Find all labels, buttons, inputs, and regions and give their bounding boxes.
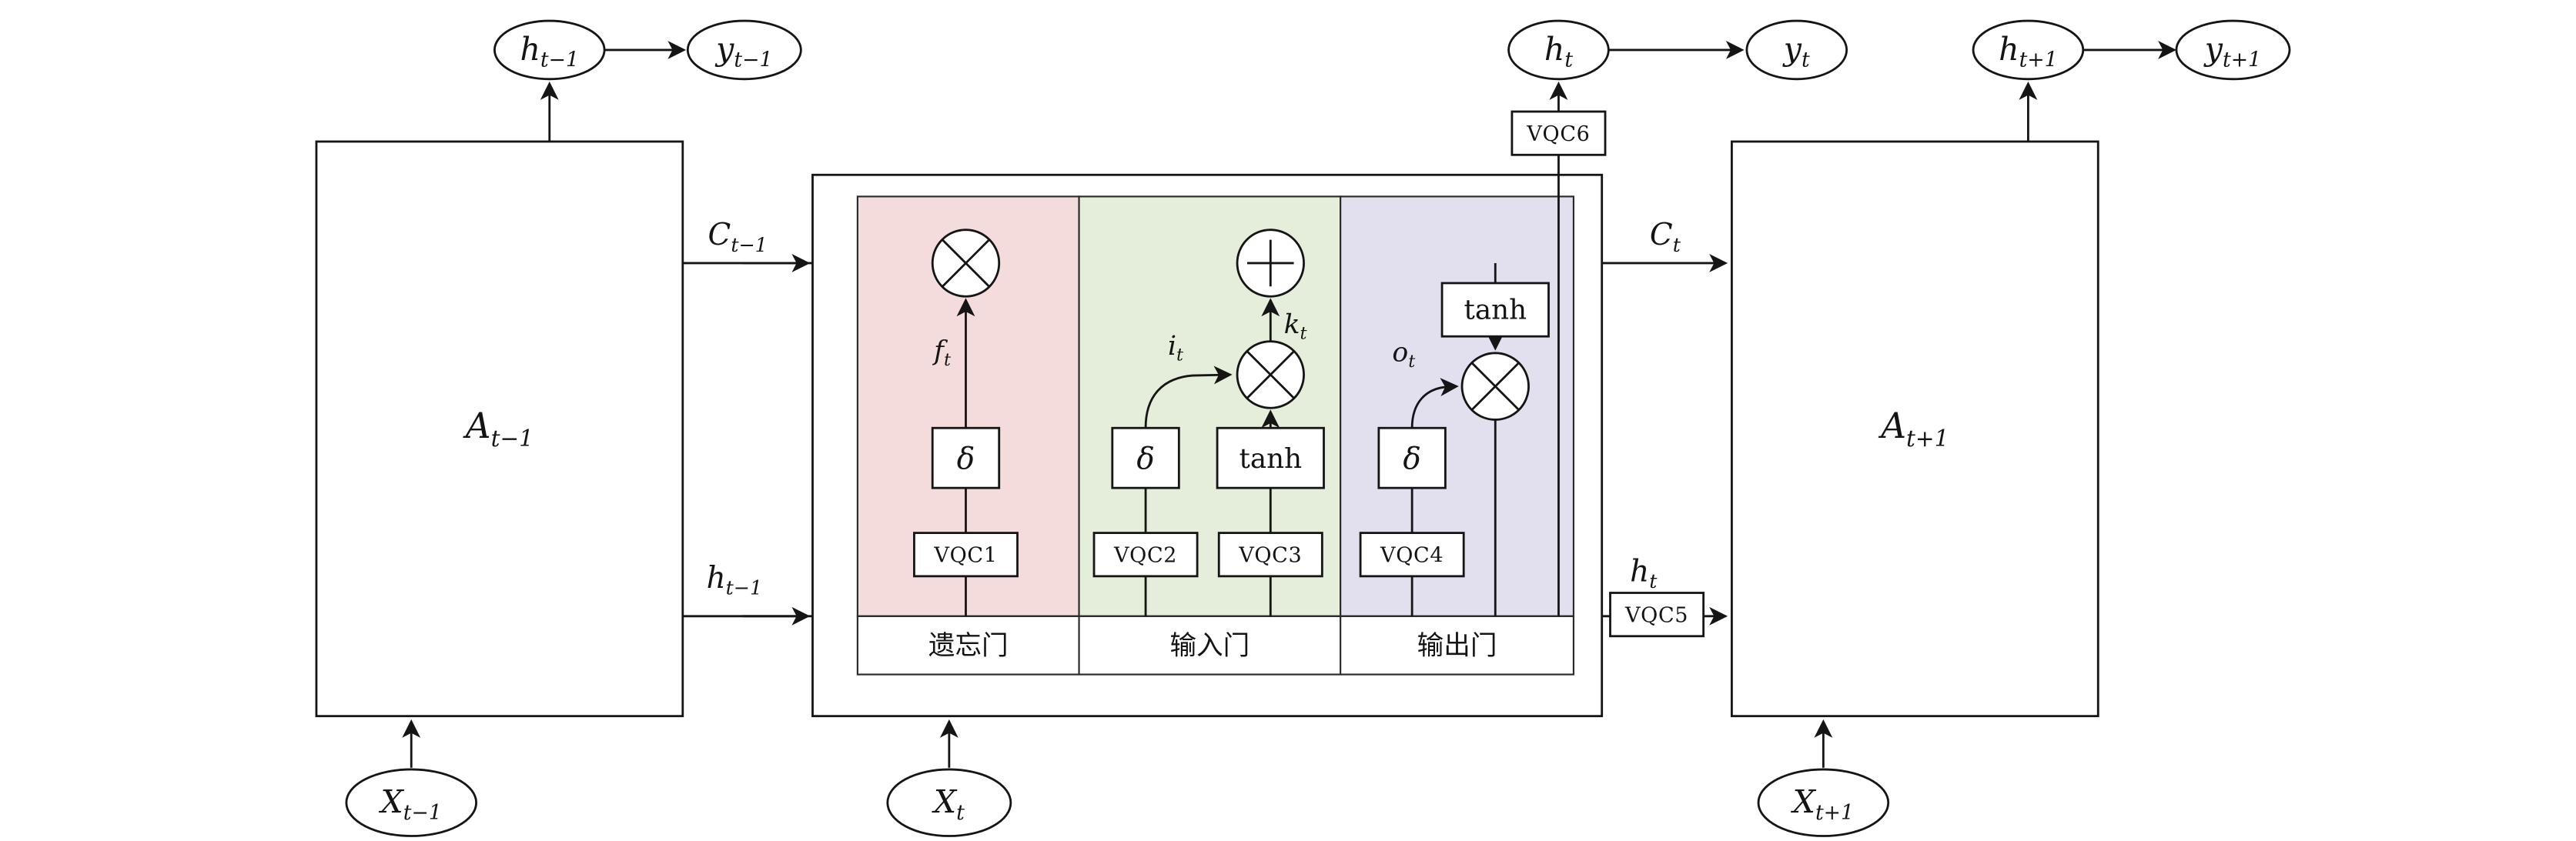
vqc3-label: VQC3 bbox=[1238, 543, 1302, 567]
i-t-arrow bbox=[1144, 365, 1233, 429]
block-a-prev-label: At−1 bbox=[463, 405, 534, 452]
delta-input-box bbox=[1111, 426, 1180, 489]
delta-output-label: δ bbox=[1403, 442, 1420, 476]
vqc5-box bbox=[1609, 592, 1705, 638]
node-x-t-label: Xt bbox=[932, 783, 965, 825]
node-y-prev bbox=[686, 19, 802, 81]
tanh-output-box bbox=[1440, 282, 1550, 338]
vqc4-box bbox=[1359, 532, 1465, 578]
output-gate-label: 输出门 bbox=[1417, 631, 1497, 662]
node-y-prev-label: yt−1 bbox=[714, 31, 772, 72]
o-t-label: ot bbox=[1392, 338, 1416, 372]
wire-c-prev-label: Ct−1 bbox=[708, 218, 768, 256]
gate-label-row bbox=[856, 615, 1575, 676]
block-a-prev bbox=[315, 140, 684, 718]
block-a-next-label: At+1 bbox=[1878, 405, 1949, 452]
node-x-t bbox=[886, 768, 1012, 837]
delta-forget-label: δ bbox=[957, 442, 975, 476]
i-t-label: it bbox=[1168, 331, 1184, 365]
vqc6-box bbox=[1510, 110, 1607, 156]
node-x-next bbox=[1757, 768, 1890, 837]
node-y-t bbox=[1745, 19, 1848, 81]
vqc2-box bbox=[1092, 532, 1199, 578]
delta-input-label: δ bbox=[1136, 442, 1154, 476]
input-gate-label: 输入门 bbox=[1169, 631, 1250, 662]
vqc1-box bbox=[913, 532, 1019, 578]
node-x-prev bbox=[345, 768, 477, 837]
delta-forget-box bbox=[931, 426, 1001, 489]
node-h-prev bbox=[493, 19, 606, 81]
node-h-prev-label: ht−1 bbox=[520, 31, 579, 72]
multiply-forget-icon bbox=[941, 239, 991, 288]
wire-h-prev-label: ht−1 bbox=[707, 561, 763, 599]
vqc2-label: VQC2 bbox=[1113, 543, 1177, 567]
vqc6-label: VQC6 bbox=[1526, 122, 1590, 146]
tanh-output-label: tanh bbox=[1464, 294, 1527, 325]
block-a-next bbox=[1731, 140, 2099, 718]
node-x-prev-label: Xt−1 bbox=[379, 783, 442, 825]
vqc5-label: VQC5 bbox=[1624, 603, 1688, 627]
node-y-t-label: yt bbox=[1782, 31, 1810, 72]
vqc3-box bbox=[1217, 532, 1323, 578]
node-y-next-label: yt+1 bbox=[2203, 31, 2261, 72]
node-h-next-label: ht+1 bbox=[1999, 31, 2058, 72]
forget-gate-label: 遗忘门 bbox=[928, 631, 1009, 662]
tanh-input-box bbox=[1216, 426, 1325, 489]
o-t-arrow bbox=[1410, 378, 1459, 429]
delta-output-box bbox=[1377, 426, 1447, 489]
k-t-label: kt bbox=[1284, 309, 1308, 344]
wire-h-t-label: ht bbox=[1630, 554, 1658, 592]
node-y-next bbox=[2175, 19, 2291, 81]
multiply-input-icon bbox=[1246, 350, 1295, 399]
wire-c-t-label: Ct bbox=[1650, 218, 1681, 256]
node-x-next-label: Xt+1 bbox=[1791, 783, 1854, 825]
f-t-label: ft bbox=[932, 335, 952, 370]
vqc4-label: VQC4 bbox=[1380, 543, 1444, 567]
vqc1-label: VQC1 bbox=[933, 543, 997, 567]
node-h-t-label: ht bbox=[1544, 31, 1573, 72]
node-h-next bbox=[1972, 19, 2085, 81]
multiply-output-icon bbox=[1470, 362, 1520, 411]
add-icon bbox=[1247, 239, 1294, 287]
tanh-input-label: tanh bbox=[1239, 443, 1303, 475]
